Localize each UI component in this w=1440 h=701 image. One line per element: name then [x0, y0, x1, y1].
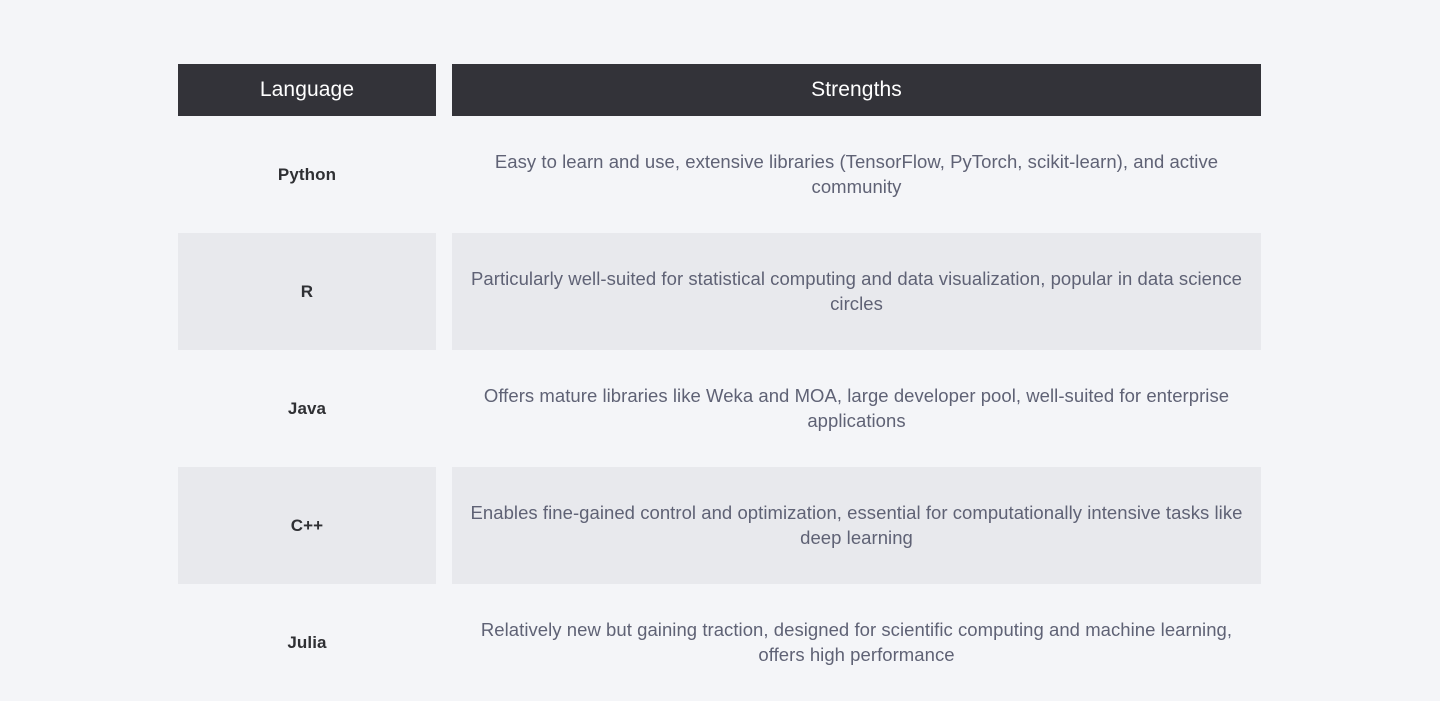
cell-language: Julia [287, 632, 327, 652]
cell-language: R [178, 233, 436, 350]
comparison-table-container: Language Strengths Python Easy to learn … [178, 64, 1261, 701]
cell-strengths: Offers mature libraries like Weka and MO… [483, 384, 1230, 431]
cell-strengths: Particularly well-suited for statistical… [452, 233, 1261, 350]
cell-strengths: Relatively new but gaining traction, des… [480, 618, 1233, 665]
table-header: Language Strengths [178, 64, 1261, 116]
cell-strengths: Enables fine-gained control and optimiza… [452, 467, 1261, 584]
cell-language: C++ [178, 467, 436, 584]
table-row: Julia Relatively new but gaining tractio… [178, 584, 1261, 701]
cell-language: Java [287, 398, 327, 418]
cell-language: Python [277, 164, 337, 184]
column-header-language: Language [178, 64, 436, 116]
cell-strengths: Easy to learn and use, extensive librari… [494, 150, 1219, 197]
table-header-row: Language Strengths [178, 64, 1261, 116]
table-row: Python Easy to learn and use, extensive … [178, 116, 1261, 233]
table-body: Python Easy to learn and use, extensive … [178, 116, 1261, 701]
table-row: R Particularly well-suited for statistic… [178, 233, 1261, 350]
table-row: C++ Enables fine-gained control and opti… [178, 467, 1261, 584]
table-row: Java Offers mature libraries like Weka a… [178, 350, 1261, 467]
language-strengths-table: Language Strengths Python Easy to learn … [162, 64, 1277, 701]
column-header-strengths: Strengths [452, 64, 1261, 116]
